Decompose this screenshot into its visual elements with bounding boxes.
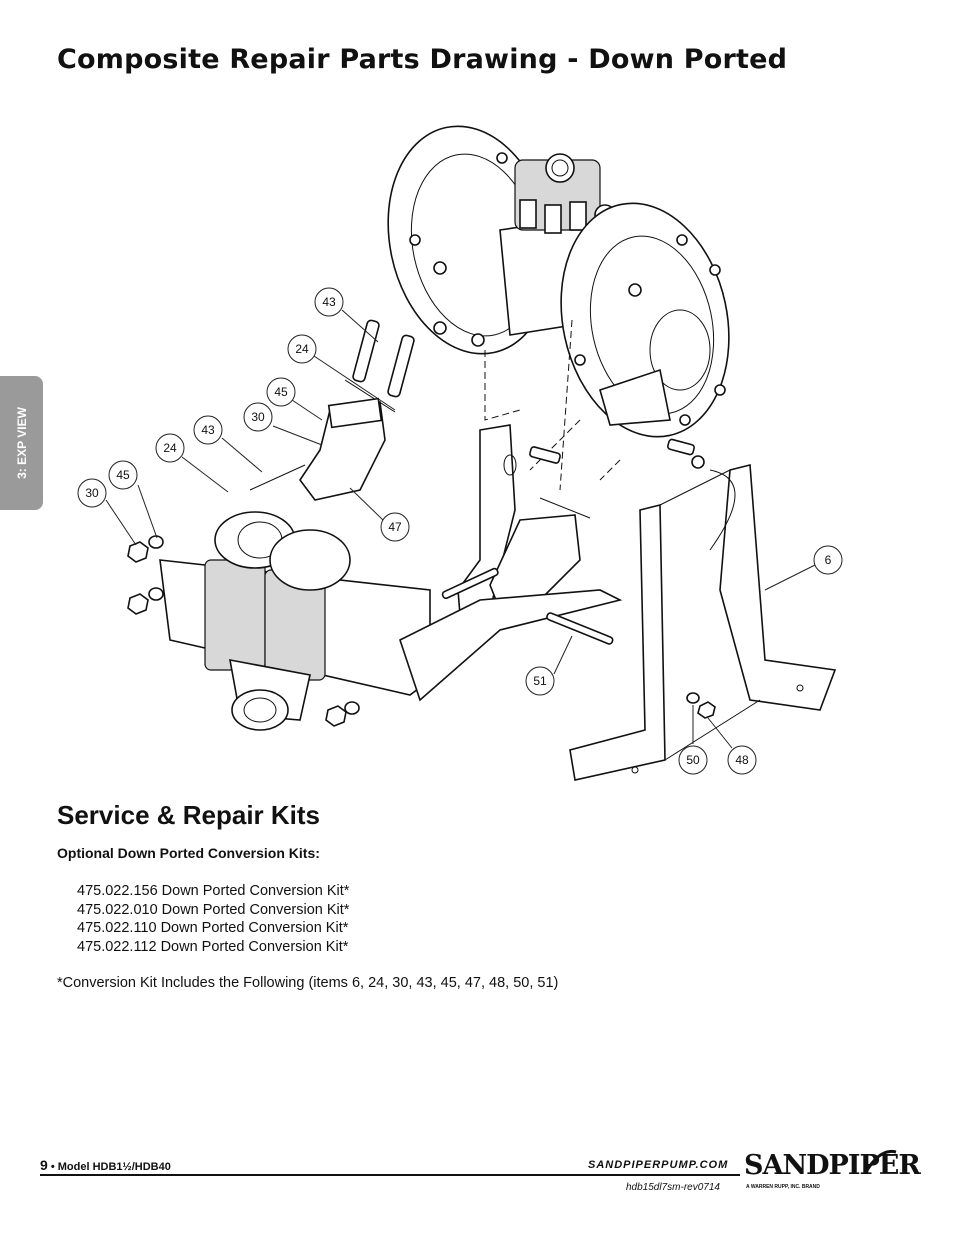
website-link[interactable]: SANDPIPERPUMP.COM [588,1159,729,1171]
kits-heading: Service & Repair Kits [57,800,321,830]
assembly-line [529,419,581,471]
logo-tagline: A WARREN RUPP, INC. BRAND [746,1184,820,1190]
document-revision: hdb15dl7sm-rev0714 [626,1182,720,1193]
callout-label: 24 [163,441,177,455]
callout-label: 43 [201,423,215,437]
kit-contents-note: *Conversion Kit Includes the Following (… [57,975,559,991]
rod-24-lower [539,497,591,519]
callout-label: 47 [388,520,402,534]
washer-50 [686,692,700,704]
callout-label: 45 [116,468,130,482]
callout-label: 48 [735,753,749,767]
assembly-line [559,319,573,491]
callout-label: 24 [295,342,309,356]
kit-item: 475.022.156 Down Ported Conversion Kit* [77,883,350,899]
pin-pair-upper [352,319,415,398]
exploded-parts-drawing: 43 24 45 30 43 24 45 30 47 6 51 50 48 [77,125,843,781]
rod-51 [546,612,614,645]
logo-wordmark: SANDPIPER [744,1150,921,1181]
section-tab-label: 3: EXP VIEW [14,407,29,479]
kits-subheading: Optional Down Ported Conversion Kits: [57,845,320,861]
lower-support-bracket [399,589,623,702]
page-title: Composite Repair Parts Drawing - Down Po… [57,44,788,75]
right-support-bracket-6 [569,463,837,781]
callout-label: 50 [686,753,700,767]
callout-label: 43 [322,295,336,309]
callout-bubbles: 43 24 45 30 43 24 45 30 47 6 51 50 48 [77,287,843,775]
kit-list: 475.022.156 Down Ported Conversion Kit* … [77,882,349,957]
assembly-line [484,350,521,421]
callout-label: 51 [533,674,547,688]
callout-label: 6 [825,553,832,567]
kit-item: 475.022.110 Down Ported Conversion Kit* [77,920,349,937]
right-diaphragm-housing [560,202,730,438]
nut-washer-set [127,535,360,727]
footer-model: 9 • Model HDB1½/HDB40 [40,1157,171,1173]
logo-swoosh-icon [864,1149,897,1173]
kit-item: 475.022.112 Down Ported Conversion Kit* [77,939,349,956]
callout-label: 30 [85,486,99,500]
kit-item: 475.022.010 Down Ported Conversion Kit* [77,901,350,918]
lower-manifold [159,511,431,731]
page-number: 9 [40,1157,48,1173]
section-tab[interactable]: 3: EXP VIEW [0,376,43,510]
footer-divider [40,1174,740,1176]
callout-label: 30 [251,410,265,424]
callout-label: 45 [274,385,288,399]
assembly-line [599,459,621,481]
rod-24-upper [344,379,396,413]
elbow-47-left [299,397,386,501]
sandpiper-logo: SANDPIPER A WARREN RUPP, INC. BRAND [744,1144,921,1194]
model-name: • Model HDB1½/HDB40 [47,1161,171,1173]
nut-48 [697,701,716,719]
